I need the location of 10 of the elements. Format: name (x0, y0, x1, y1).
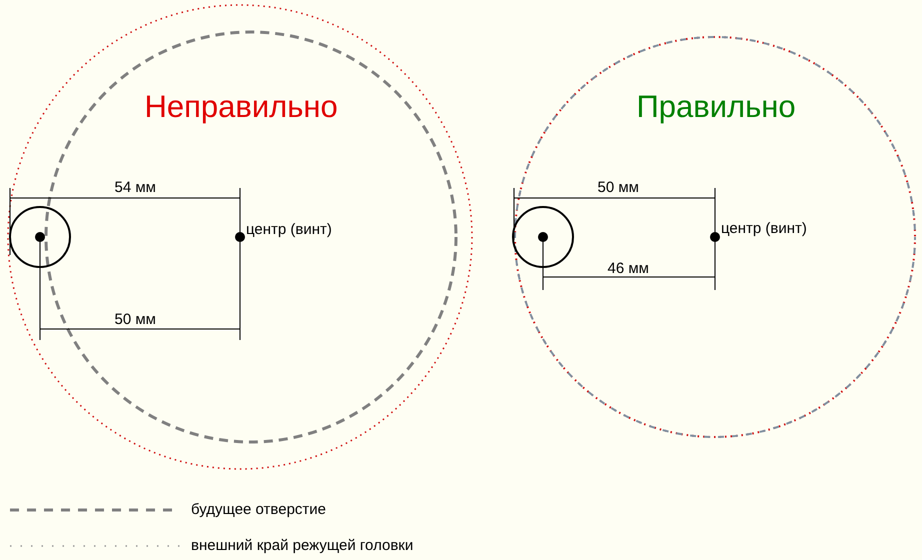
point-label: центр (винт) (246, 222, 332, 237)
point-label: центр (винт) (721, 221, 807, 236)
dimension-text: 50 мм (598, 180, 639, 195)
heading: Правильно (636, 91, 796, 122)
heading: Неправильно (144, 91, 338, 122)
dimension-text: 54 мм (114, 180, 156, 195)
legend-text: будущее отверстие (191, 502, 326, 517)
legend-text: внешний край режущей головки (191, 538, 414, 553)
dimension-text: 50 мм (114, 312, 156, 327)
dimension-text: 46 мм (608, 261, 649, 276)
